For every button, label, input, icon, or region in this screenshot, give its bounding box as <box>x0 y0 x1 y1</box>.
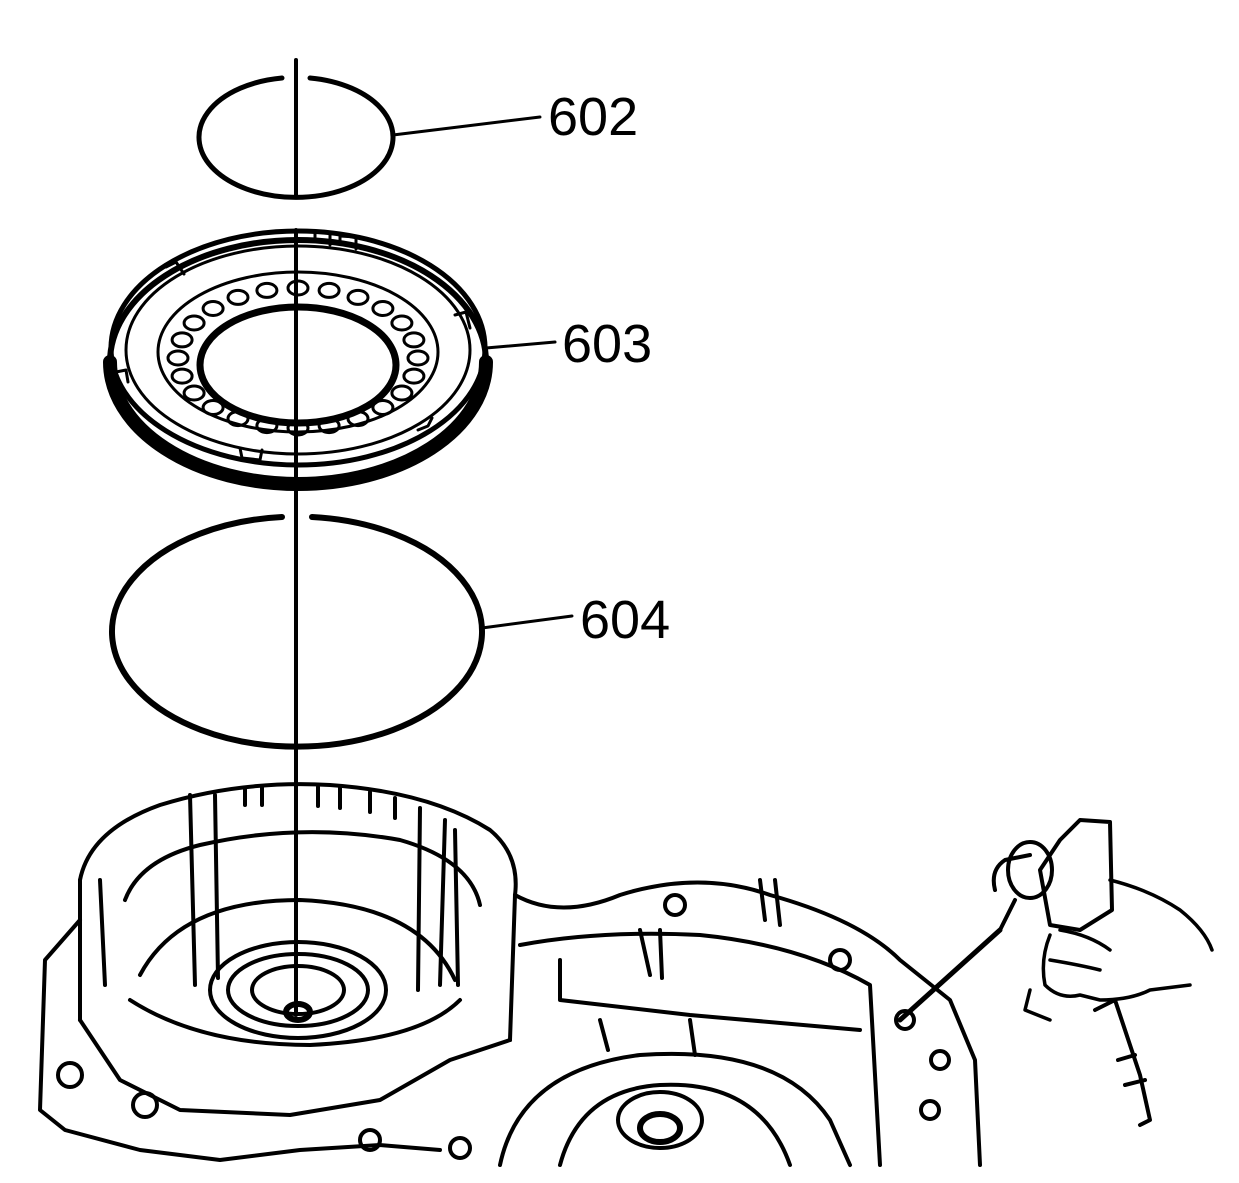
hand <box>1023 878 1214 1022</box>
apply-plate-603 <box>103 228 493 491</box>
leader-line-602 <box>391 115 542 137</box>
plate-hole <box>166 349 190 367</box>
plate-hole <box>402 331 426 349</box>
callout-label-604: 604 <box>580 590 670 650</box>
plate-hole <box>390 314 414 332</box>
plate-hole <box>226 288 250 306</box>
plate-hole <box>255 417 279 435</box>
plate-hole <box>201 300 225 317</box>
leader-line-604 <box>480 614 574 630</box>
plate-hole <box>406 349 430 367</box>
plate-hole <box>402 367 426 385</box>
plate-hole <box>286 279 310 297</box>
plate-hole <box>182 384 206 402</box>
plate-hole <box>390 384 414 402</box>
plate-hole <box>201 399 225 416</box>
plate-hole <box>346 288 370 306</box>
plate-hole <box>346 410 370 428</box>
snap-ring-602 <box>196 75 396 200</box>
plate-hole <box>317 417 341 435</box>
plate-hole <box>170 367 194 385</box>
plate-hole <box>182 314 206 332</box>
plate-hole <box>255 281 279 299</box>
plate-hole <box>286 419 310 437</box>
leader-line-603 <box>484 340 557 350</box>
plate-hole <box>170 331 194 349</box>
plate-hole <box>226 410 250 428</box>
callout-label-603: 603 <box>562 314 652 374</box>
plate-hole <box>317 281 341 299</box>
plate-holes-603 <box>166 279 430 437</box>
plate-hole <box>371 399 395 416</box>
seal-ring-604 <box>109 514 485 750</box>
callout-label-602: 602 <box>548 87 638 147</box>
air-nozzle-tool <box>897 818 1152 1127</box>
transmission-case <box>38 782 982 1167</box>
plate-hole <box>371 300 395 317</box>
